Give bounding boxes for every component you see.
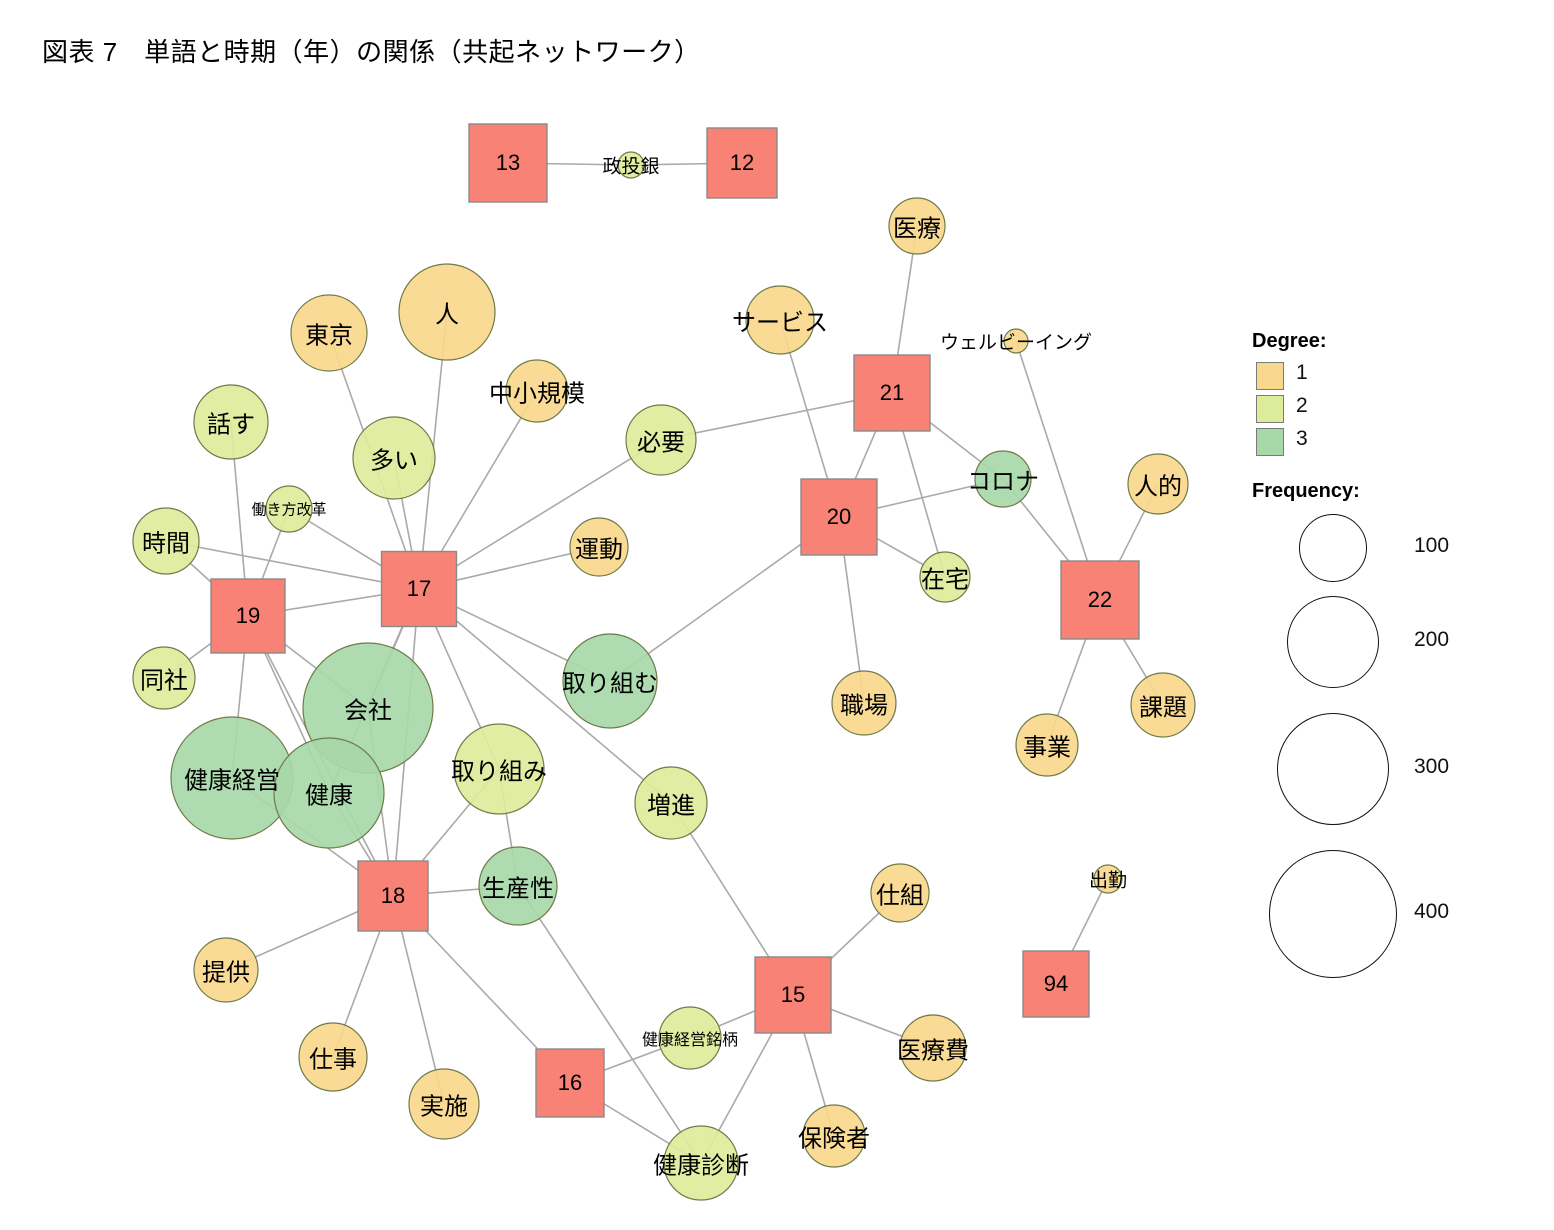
graph-node-circle[interactable] xyxy=(974,450,1032,508)
graph-node-square[interactable] xyxy=(468,123,548,203)
graph-node-circle[interactable] xyxy=(408,1068,480,1140)
graph-node-circle[interactable] xyxy=(1093,864,1123,894)
graph-node-circle[interactable] xyxy=(352,416,436,500)
graph-node-circle[interactable] xyxy=(298,1022,368,1092)
page-title: 図表 7 単語と時期（年）の関係（共起ネットワーク） xyxy=(42,37,701,67)
legend-frequency-label-300: 300 xyxy=(1414,755,1450,778)
legend-degree-label-1: 1 xyxy=(1296,361,1308,384)
legend-degree-label-2: 2 xyxy=(1296,394,1308,417)
graph-node-square[interactable] xyxy=(380,550,458,628)
graph-node-square[interactable] xyxy=(1060,560,1140,640)
legend-degree-label-3: 3 xyxy=(1296,427,1308,450)
graph-node-circle[interactable] xyxy=(398,263,496,361)
graph-node-square[interactable] xyxy=(800,478,878,556)
graph-node-circle[interactable] xyxy=(888,197,946,255)
graph-node-square[interactable] xyxy=(535,1048,605,1118)
graph-edge xyxy=(1015,340,1101,601)
graph-node-square[interactable] xyxy=(706,127,778,199)
graph-node-square[interactable] xyxy=(357,860,429,932)
legend-degree-swatch-1 xyxy=(1256,362,1284,390)
graph-node-circle[interactable] xyxy=(745,285,815,355)
graph-node-circle[interactable] xyxy=(802,1104,866,1168)
legend-degree-title: Degree: xyxy=(1252,330,1327,352)
graph-edge xyxy=(418,588,672,804)
legend-degree-swatch-3 xyxy=(1256,428,1284,456)
graph-node-circle[interactable] xyxy=(265,485,313,533)
graph-node-circle[interactable] xyxy=(1015,713,1079,777)
graph-node-circle[interactable] xyxy=(193,384,269,460)
legend-frequency-title: Frequency: xyxy=(1252,480,1360,502)
legend-frequency-label-100: 100 xyxy=(1414,534,1450,557)
graph-node-circle[interactable] xyxy=(1127,453,1189,515)
graph-node-circle[interactable] xyxy=(1003,328,1029,354)
graph-edge xyxy=(418,439,662,590)
legend-frequency-circle-300 xyxy=(1277,713,1389,825)
legend-frequency-label-200: 200 xyxy=(1414,628,1450,651)
graph-node-circle[interactable] xyxy=(625,404,697,476)
legend-frequency-label-400: 400 xyxy=(1414,900,1450,923)
graph-node-circle[interactable] xyxy=(505,359,569,423)
graph-node-square[interactable] xyxy=(1022,950,1090,1018)
graph-node-circle[interactable] xyxy=(478,846,558,926)
graph-node-circle[interactable] xyxy=(273,737,385,849)
graph-node-square[interactable] xyxy=(754,956,832,1034)
graph-node-circle[interactable] xyxy=(193,937,259,1003)
legend-frequency-circle-400 xyxy=(1269,850,1397,978)
graph-node-circle[interactable] xyxy=(453,723,545,815)
graph-node-circle[interactable] xyxy=(634,766,708,840)
graph-node-circle[interactable] xyxy=(899,1014,967,1082)
graph-node-circle[interactable] xyxy=(132,507,200,575)
graph-node-square[interactable] xyxy=(853,354,931,432)
graph-node-square[interactable] xyxy=(210,578,286,654)
graph-node-circle[interactable] xyxy=(658,1006,722,1070)
graph-edge xyxy=(517,885,702,1164)
graph-node-circle[interactable] xyxy=(132,646,196,710)
legend-frequency-circle-100 xyxy=(1299,514,1367,582)
nodes-layer xyxy=(132,123,1196,1201)
legend-degree-swatch-2 xyxy=(1256,395,1284,423)
graph-node-circle[interactable] xyxy=(290,294,368,372)
graph-node-circle[interactable] xyxy=(831,670,897,736)
graph-node-circle[interactable] xyxy=(170,716,294,840)
legend-frequency-circle-200 xyxy=(1287,596,1379,688)
graph-node-circle[interactable] xyxy=(569,517,629,577)
graph-node-circle[interactable] xyxy=(870,863,930,923)
graph-edge xyxy=(165,540,420,590)
graph-node-circle[interactable] xyxy=(617,151,645,179)
graph-node-circle[interactable] xyxy=(663,1125,739,1201)
graph-node-circle[interactable] xyxy=(562,633,658,729)
graph-node-circle[interactable] xyxy=(919,551,971,603)
graph-node-circle[interactable] xyxy=(1130,672,1196,738)
